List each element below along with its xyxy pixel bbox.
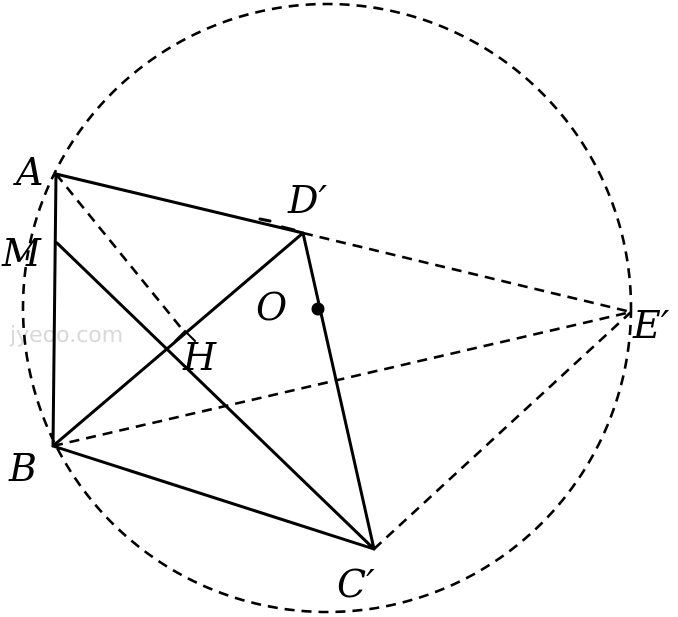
- segment-c-b: [51, 444, 376, 551]
- segment-b-a: [51, 172, 58, 448]
- label-a: A: [13, 150, 43, 194]
- tick-mark: [258, 217, 272, 223]
- center-point-o: [311, 302, 325, 316]
- tick-mark: [280, 225, 296, 232]
- segment-d-c: [301, 231, 376, 551]
- label-c-prime: C′: [337, 562, 375, 606]
- segment-b-e: [52, 310, 632, 448]
- segment-ah: [54, 173, 188, 335]
- label-d-prime: D′: [287, 178, 327, 222]
- segment-m-c: [55, 241, 376, 551]
- watermark: jyeoo.com: [9, 323, 123, 348]
- segment-c-e: [373, 311, 632, 550]
- label-b: B: [8, 446, 37, 490]
- segment-b-d: [51, 231, 305, 448]
- segment-d-e: [302, 231, 632, 314]
- label-h: H: [182, 335, 217, 379]
- label-m: M: [1, 231, 42, 275]
- circle-o: [21, 2, 633, 614]
- label-o: O: [256, 285, 287, 329]
- right-angle-marker: [174, 329, 196, 342]
- segment-a-d: [54, 172, 305, 235]
- label-e-prime: E′: [632, 303, 670, 347]
